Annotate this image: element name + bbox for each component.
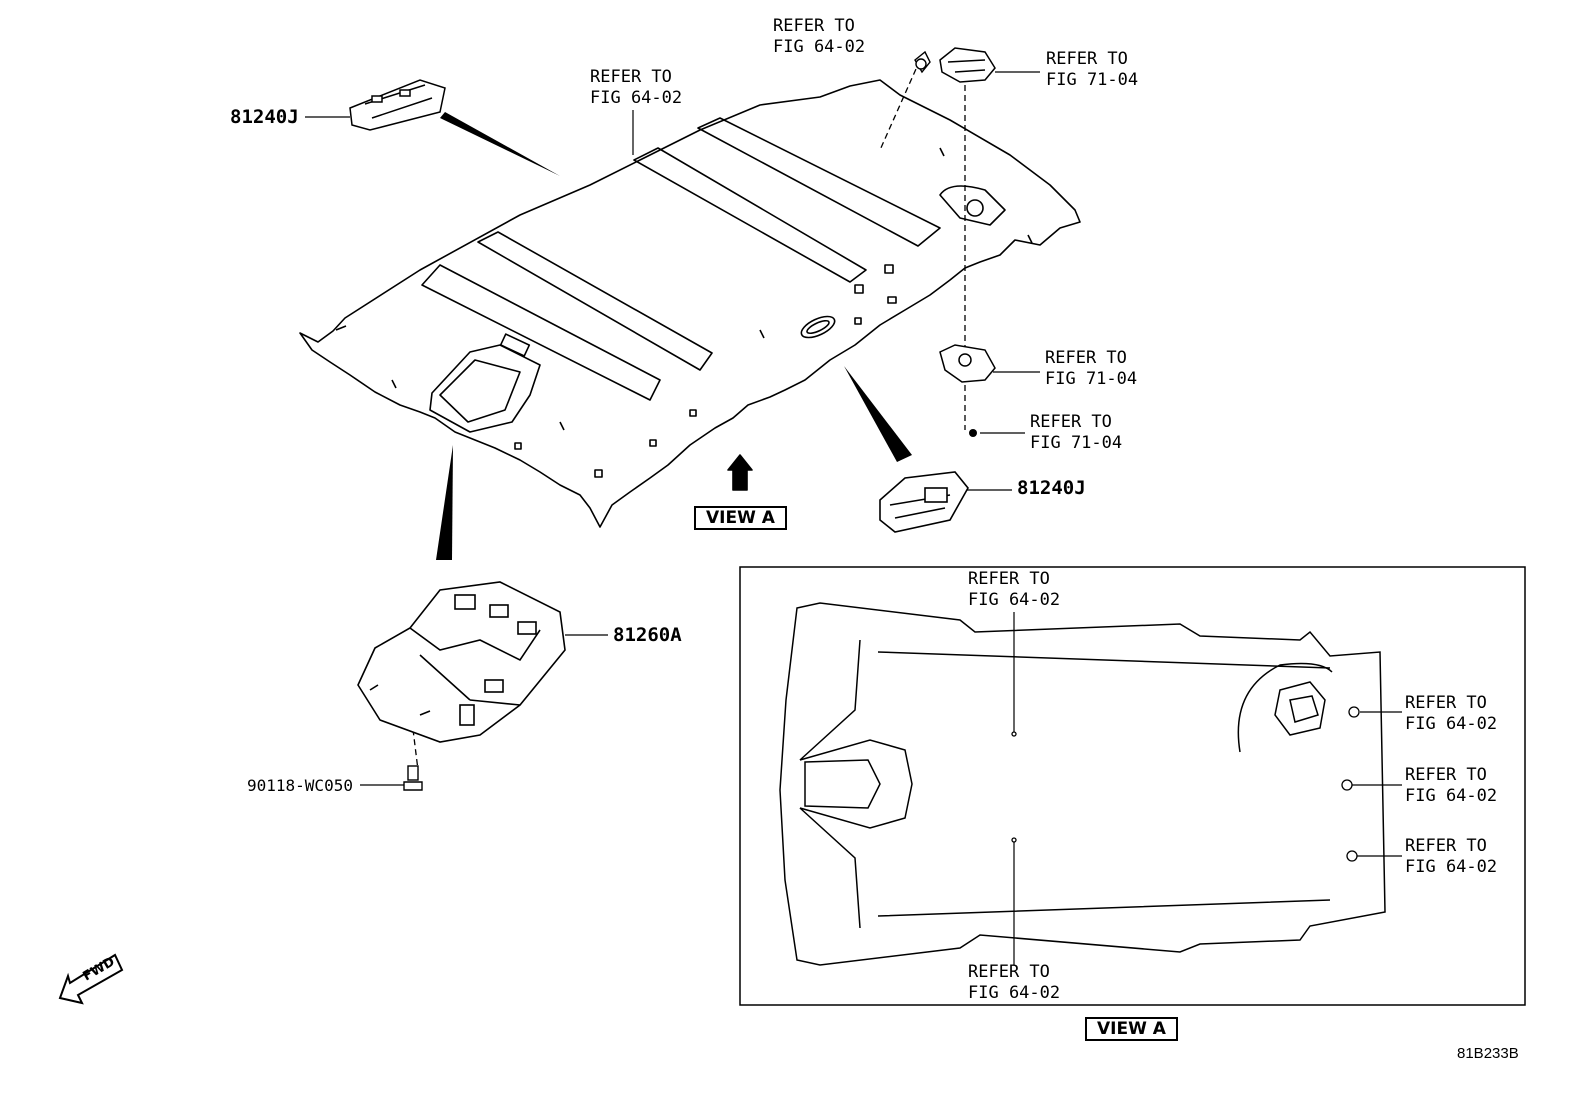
screw-small (969, 429, 977, 437)
ref-viewa-top: REFER TO FIG 64-02 (968, 569, 1060, 611)
ref-line-2: FIG 64-02 (1405, 786, 1498, 806)
part-number-81260a: 81260A (613, 624, 682, 646)
ref-line-1: REFER TO (1030, 412, 1112, 432)
leader-lines (305, 71, 1040, 786)
ref-line-1: REFER TO (1405, 693, 1487, 713)
ref-line-1: REFER TO (1046, 49, 1128, 69)
dome-lamp-upper-part (349, 79, 446, 131)
ref-line-1: REFER TO (1405, 765, 1487, 785)
ref-viewa-right-2: REFER TO FIG 64-02 (1405, 765, 1497, 807)
ref-line-2: FIG 64-02 (968, 983, 1061, 1003)
ref-line-1: REFER TO (1045, 348, 1127, 368)
diagram-code: 81B233B (1457, 1045, 1519, 1062)
ref-line-1: REFER TO (968, 569, 1050, 589)
console-box-part (357, 581, 566, 743)
ref-line-2: FIG 71-04 (1046, 70, 1139, 90)
part-number-screw: 90118-WC050 (247, 776, 353, 795)
view-a-clips (1011, 706, 1360, 862)
ref-viewa-right-1: REFER TO FIG 64-02 (1405, 693, 1497, 735)
roof-headlining (299, 79, 1081, 528)
ref-line-2: FIG 71-04 (1045, 369, 1138, 389)
ref-viewa-bottom: REFER TO FIG 64-02 (968, 962, 1060, 1004)
view-a-label-inset: VIEW A (1085, 1017, 1178, 1041)
ref-fig-71-04-screw: REFER TO FIG 71-04 (1030, 412, 1122, 454)
view-a-headlining (779, 602, 1386, 966)
part-number-81240j-upper: 81240J (230, 106, 299, 128)
ref-line-2: FIG 64-02 (968, 590, 1061, 610)
view-a-leaders (1013, 612, 1402, 965)
ref-line-1: REFER TO (968, 962, 1050, 982)
ref-line-1: REFER TO (1405, 836, 1487, 856)
fwd-arrow-icon (58, 953, 124, 1005)
part-number-81240j-lower: 81240J (1017, 477, 1086, 499)
clip-top (914, 50, 931, 74)
leader-wedges (436, 112, 912, 560)
ref-line-2: FIG 64-02 (1405, 857, 1498, 877)
ref-fig-71-04-top: REFER TO FIG 71-04 (1046, 49, 1138, 91)
ref-fig-71-04-mid: REFER TO FIG 71-04 (1045, 348, 1137, 390)
ref-fig-64-02-roof: REFER TO FIG 64-02 (590, 67, 682, 109)
bolt-part (403, 765, 423, 791)
ref-line-2: FIG 64-02 (1405, 714, 1498, 734)
ref-viewa-right-3: REFER TO FIG 64-02 (1405, 836, 1497, 878)
ref-line-2: FIG 64-02 (590, 88, 683, 108)
ref-line-1: REFER TO (773, 16, 855, 36)
ref-line-1: REFER TO (590, 67, 672, 87)
ref-fig-64-02-top: REFER TO FIG 64-02 (773, 16, 865, 58)
view-a-frame (739, 566, 1526, 1006)
dome-lamp-lower-part (879, 471, 969, 533)
map-lamp-mid-part (939, 344, 996, 383)
ref-line-2: FIG 64-02 (773, 37, 866, 57)
view-a-label-main: VIEW A (694, 506, 787, 530)
map-lamp-top-part (939, 47, 996, 83)
ref-line-2: FIG 71-04 (1030, 433, 1123, 453)
